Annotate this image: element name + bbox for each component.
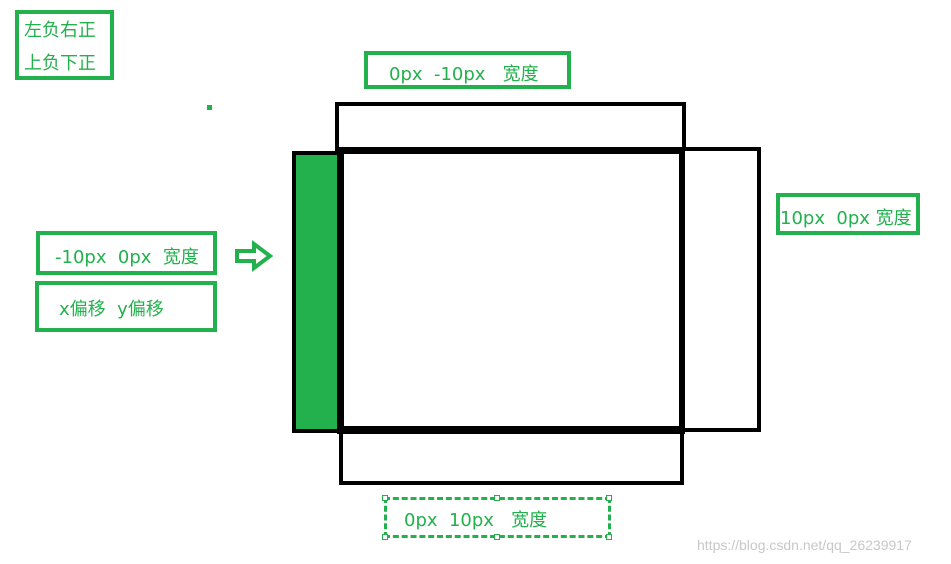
- selection-handle[interactable]: [494, 495, 500, 501]
- offset-label: x偏移 y偏移: [35, 281, 217, 332]
- left-shadow-rect: [292, 151, 344, 433]
- selection-handle[interactable]: [494, 534, 500, 540]
- bottom-shadow-rect: [339, 426, 684, 485]
- top-shadow-label: 0px -10px 宽度: [364, 51, 571, 89]
- right-shadow-text: 10px 0px 宽度: [780, 208, 912, 229]
- bottom-shadow-text: 0px 10px 宽度: [404, 510, 548, 531]
- top-shadow-rect: [335, 102, 686, 154]
- right-shadow-rect: [679, 147, 761, 432]
- left-shadow-label: -10px 0px 宽度: [36, 231, 217, 275]
- legend-box: 左负右正 上负下正: [15, 10, 114, 80]
- selection-handle[interactable]: [382, 495, 388, 501]
- bottom-shadow-label: 0px 10px 宽度: [384, 497, 611, 538]
- offset-text: x偏移 y偏移: [59, 299, 164, 320]
- stray-dot: [207, 105, 212, 110]
- selection-handle[interactable]: [606, 534, 612, 540]
- watermark: https://blog.csdn.net/qq_26239917: [697, 537, 912, 553]
- legend-line-vertical: 上负下正: [24, 53, 96, 74]
- selection-handle[interactable]: [606, 495, 612, 501]
- top-shadow-text: 0px -10px 宽度: [389, 64, 539, 85]
- selection-handle[interactable]: [382, 534, 388, 540]
- legend-line-horizontal: 左负右正: [24, 20, 96, 41]
- main-box: [337, 147, 685, 434]
- left-shadow-text: -10px 0px 宽度: [55, 247, 199, 268]
- right-arrow-icon: [235, 240, 274, 272]
- right-shadow-label: 10px 0px 宽度: [776, 193, 920, 235]
